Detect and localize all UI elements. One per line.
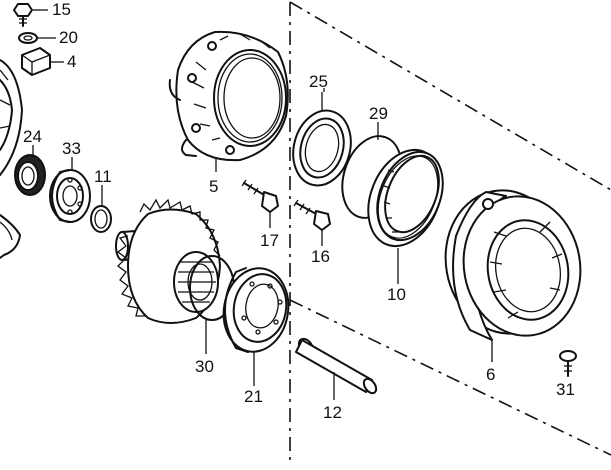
housing-cover-5 [168, 30, 289, 172]
callout-31: 31 [556, 380, 575, 399]
callout-16: 16 [311, 247, 330, 266]
callout-10: 10 [387, 285, 406, 304]
callout-15: 15 [52, 0, 71, 19]
gear-assembly [115, 198, 221, 324]
callout-33: 33 [62, 139, 81, 158]
callout-30: 30 [195, 357, 214, 376]
washer-20 [18, 32, 38, 44]
callout-5: 5 [209, 177, 219, 196]
bearing-33 [49, 169, 91, 223]
seal-25 [292, 92, 352, 187]
callout-6: 6 [486, 365, 496, 384]
callout-12: 12 [323, 403, 342, 422]
bolt-15 [13, 3, 33, 27]
callout-29: 29 [369, 104, 388, 123]
ring-11 [90, 205, 112, 233]
callout-25: 25 [309, 72, 328, 91]
callout-20: 20 [59, 28, 78, 47]
housing-6 [444, 189, 582, 362]
bearing-21 [222, 267, 290, 386]
callout-24: 24 [23, 127, 42, 146]
callout-21: 21 [244, 387, 263, 406]
seal-24 [14, 154, 46, 196]
clutch-10 [367, 148, 444, 284]
bolt-16 [293, 199, 331, 246]
leader-lines [32, 9, 325, 206]
bracket-4 [21, 47, 51, 76]
panel-border [289, 1, 611, 465]
callout-4: 4 [67, 52, 77, 71]
callout-17: 17 [260, 231, 279, 250]
bolt-31 [559, 350, 577, 377]
pin-12 [295, 337, 378, 400]
callout-11: 11 [94, 167, 112, 186]
left-housing-fragment [0, 59, 23, 259]
bolt-17 [241, 179, 279, 228]
